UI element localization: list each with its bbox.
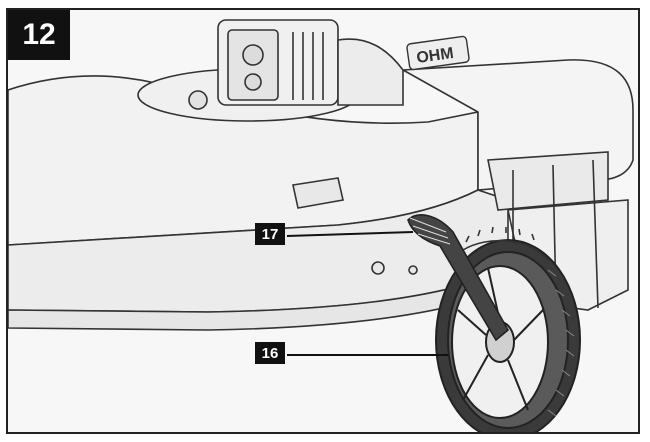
lawnmower-illustration: OHM [8,19,634,432]
gear-ring [462,226,549,261]
wheel-bracket [292,177,418,275]
brand-text: OHM [415,45,454,67]
callout-16: 16 [255,342,285,364]
figure-frame: OHM [6,8,640,434]
callout-17: 17 [255,223,285,245]
leader-lines [286,231,448,356]
height-lever [407,214,510,342]
leader-line-17 [286,231,414,237]
brand-plate: OHM [406,35,470,71]
engine [137,19,404,122]
mower-deck [8,75,530,331]
wheel-tread [547,269,575,417]
figure-number-badge: 12 [8,10,70,60]
